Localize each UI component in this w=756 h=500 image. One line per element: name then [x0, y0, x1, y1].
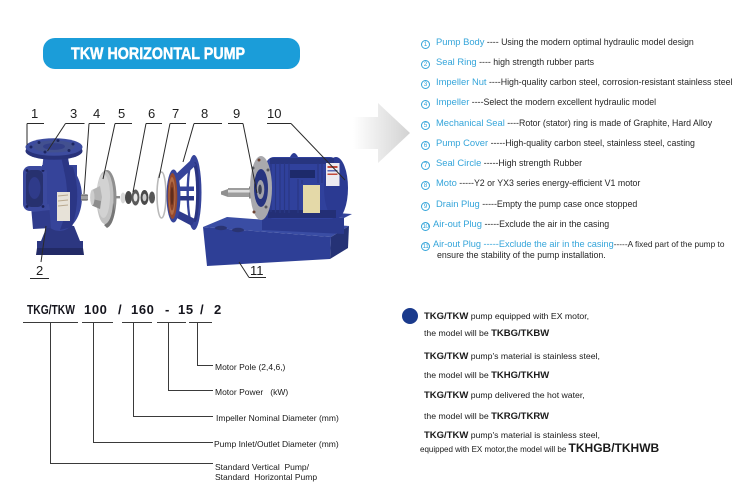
svg-text:3: 3 [70, 106, 77, 121]
svg-text:7: 7 [172, 106, 179, 121]
svg-text:2: 2 [36, 263, 43, 278]
svg-text:1: 1 [31, 106, 38, 121]
svg-text:9: 9 [233, 106, 240, 121]
svg-text:4: 4 [93, 106, 100, 121]
svg-text:6: 6 [148, 106, 155, 121]
svg-text:10: 10 [267, 106, 281, 121]
svg-text:11: 11 [250, 263, 264, 278]
svg-text:5: 5 [118, 106, 125, 121]
svg-text:8: 8 [201, 106, 208, 121]
